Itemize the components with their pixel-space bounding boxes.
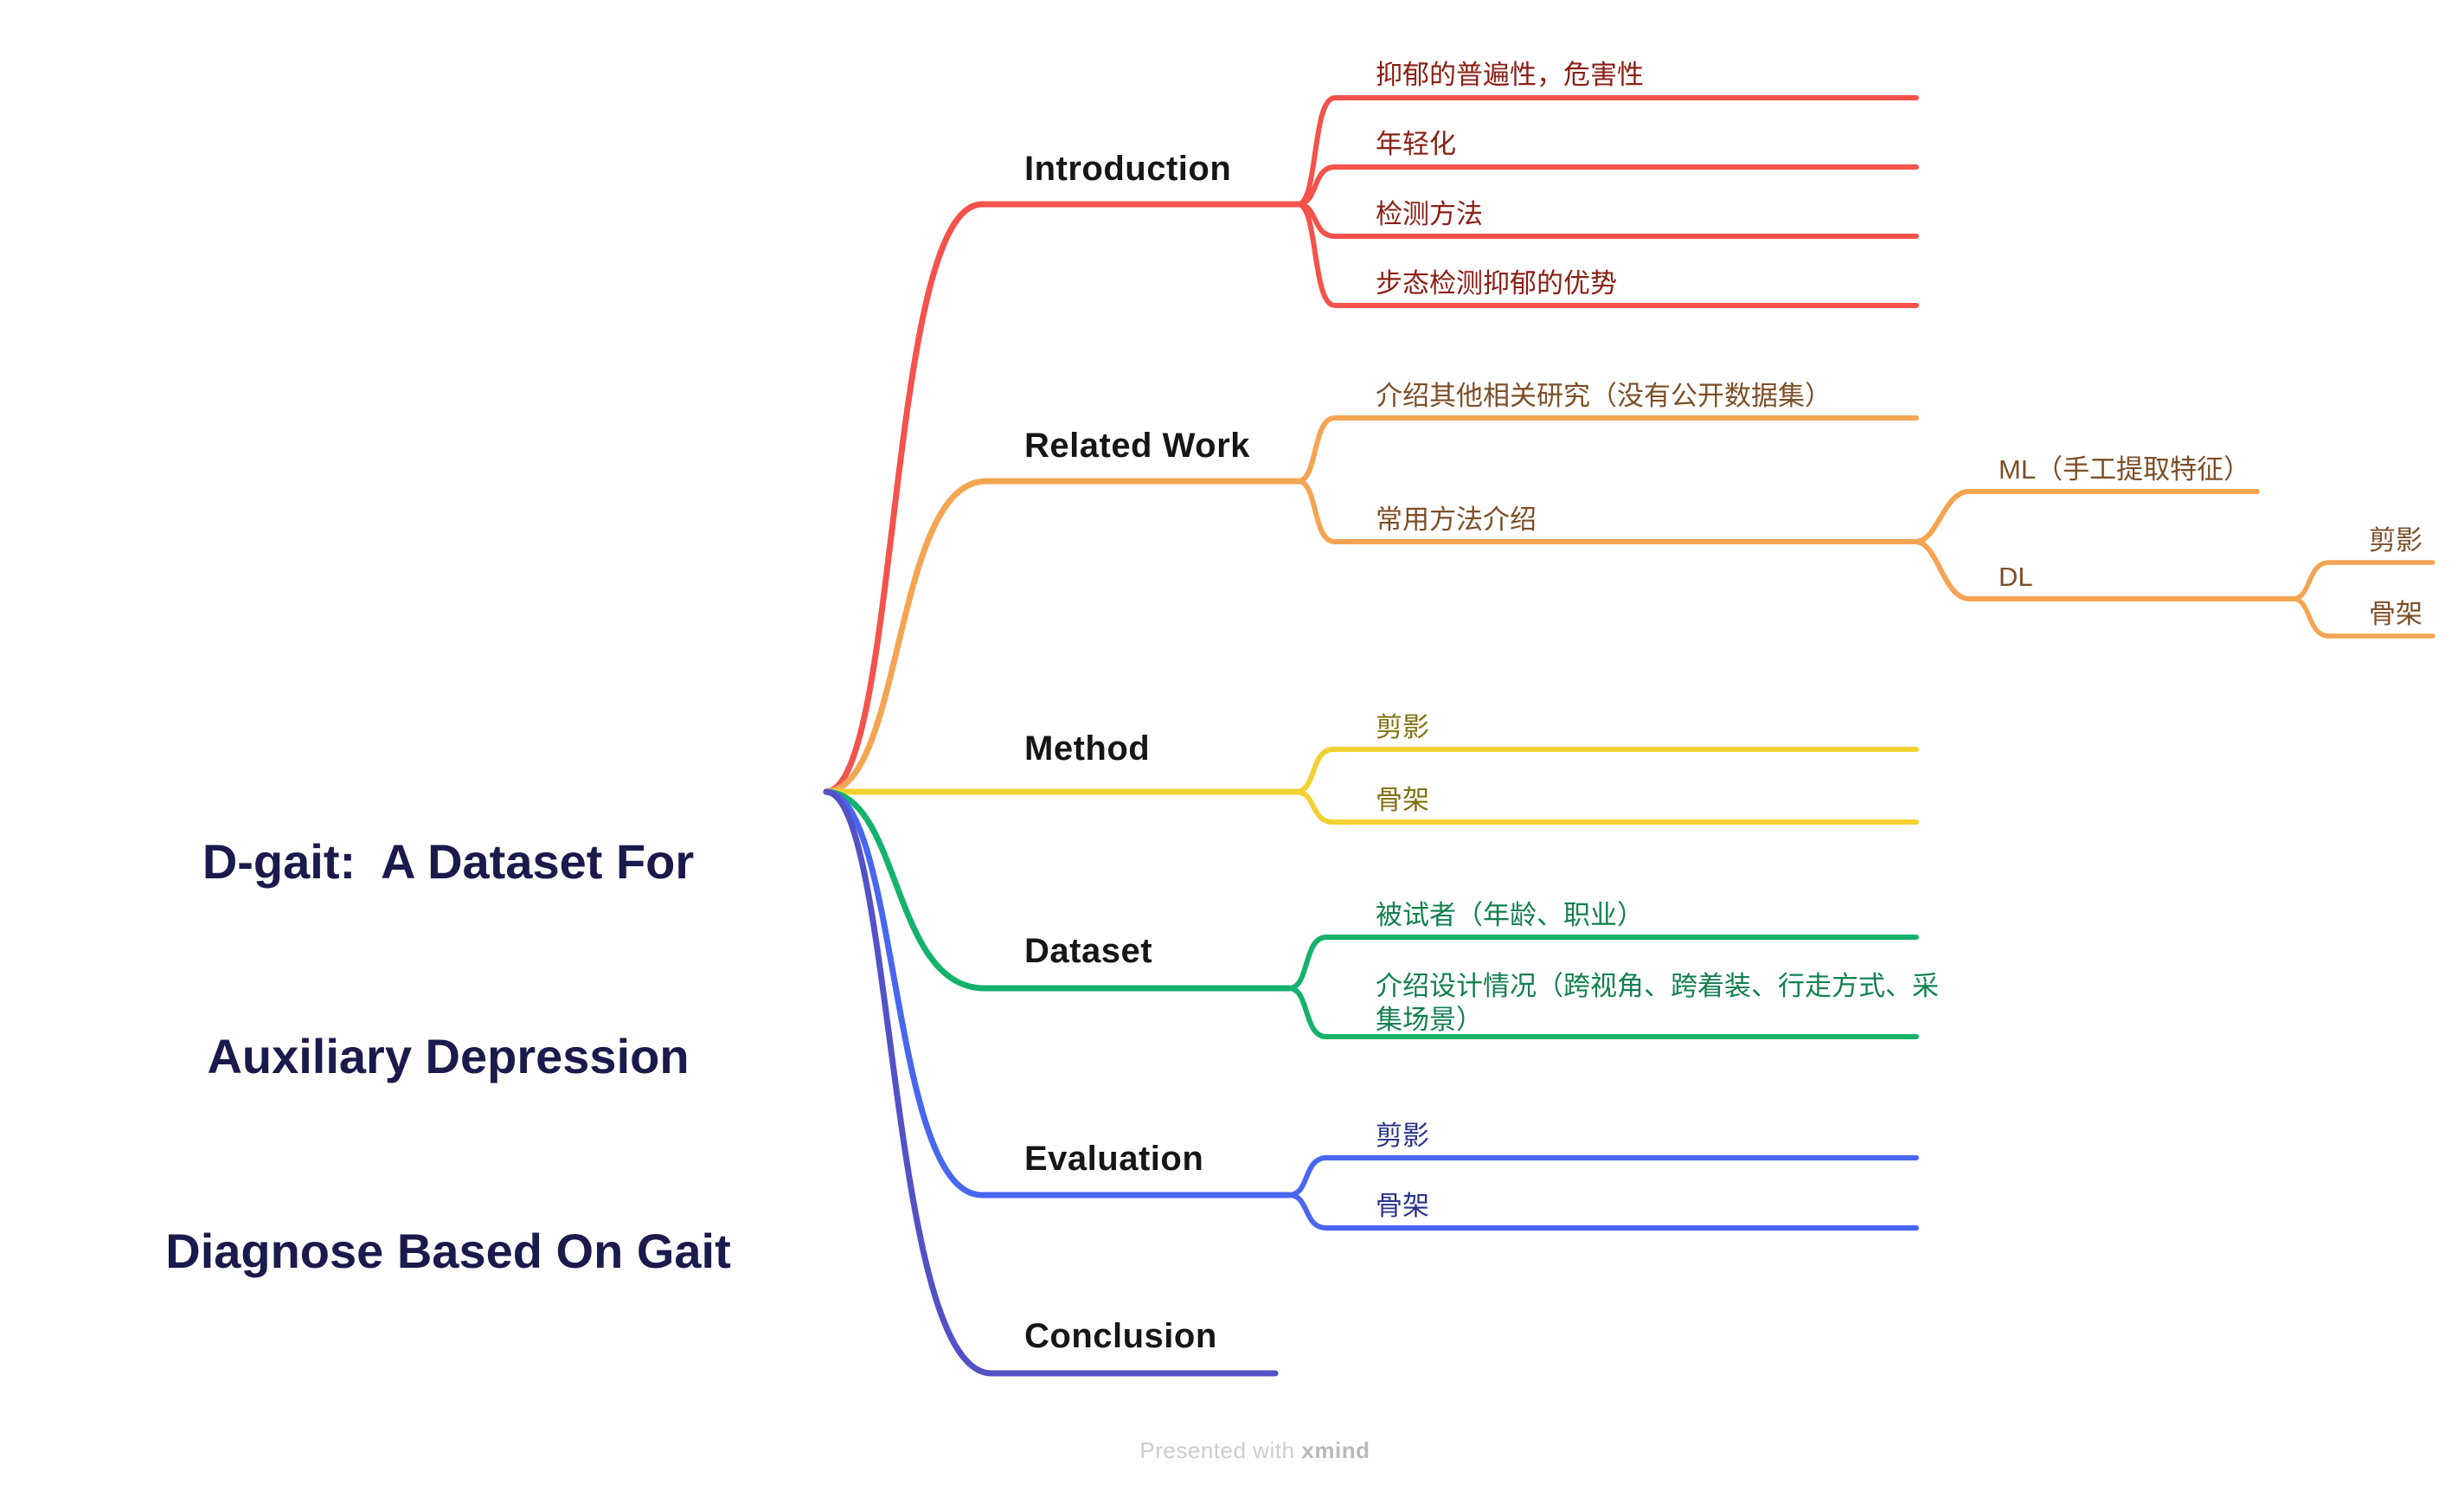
watermark-text: Presented with [1139, 1437, 1295, 1463]
xmind-brand[interactable]: xmind [1301, 1437, 1370, 1463]
topic-method[interactable]: Method [1024, 729, 1151, 768]
child-line-dataset-1 [1287, 986, 1919, 1039]
subtopic-ml[interactable]: ML（手工提取特征） [1999, 454, 2251, 485]
subtopic-dataset-1[interactable]: 介绍设计情况（跨视角、跨着装、行走方式、采集场景） [1376, 971, 1939, 1035]
branch-line-introduction [823, 201, 1301, 795]
subtopic-method-1[interactable]: 骨架 [1376, 785, 1429, 815]
subtopic-dl-0[interactable]: 剪影 [2369, 525, 2422, 556]
subtopic-introduction-2[interactable]: 检测方法 [1376, 199, 1483, 229]
child-line-method-0 [1293, 747, 1919, 794]
child-line-dataset-0 [1287, 935, 1919, 991]
child-line-dl [1913, 539, 2295, 601]
branch-line-dataset [823, 788, 1293, 992]
branch-line-evaluation [823, 788, 1293, 1199]
root-topic[interactable]: D-gait: A Dataset For Auxiliary Depressi… [145, 699, 751, 1413]
topic-related-work[interactable]: Related Work [1024, 427, 1250, 465]
child-line-related-1 [1295, 479, 1918, 544]
child-line-introduction-0 [1295, 95, 1919, 207]
subtopic-dl[interactable]: DL [1999, 562, 2033, 592]
subtopic-introduction-0[interactable]: 抑郁的普遍性，危害性 [1376, 60, 1644, 90]
subtopic-dataset-0[interactable]: 被试者（年龄、职业） [1376, 900, 1644, 930]
child-line-method-1 [1293, 789, 1919, 825]
branch-line-conclusion [823, 788, 1279, 1377]
subtopic-evaluation-0[interactable]: 剪影 [1376, 1121, 1429, 1151]
root-topic-line: Auxiliary Depression [207, 1029, 690, 1083]
topic-conclusion[interactable]: Conclusion [1024, 1317, 1217, 1355]
branch-line-related-work [823, 478, 1301, 795]
subtopic-method-0[interactable]: 剪影 [1376, 712, 1429, 742]
subtopic-introduction-1[interactable]: 年轻化 [1376, 129, 1456, 159]
subtopic-introduction-3[interactable]: 步态检测抑郁的优势 [1376, 268, 1617, 299]
subtopic-evaluation-1[interactable]: 骨架 [1376, 1191, 1429, 1221]
child-line-dl-1 [2290, 596, 2435, 639]
child-line-dl-0 [2290, 560, 2435, 601]
topic-dataset[interactable]: Dataset [1024, 932, 1153, 970]
subtopic-dl-1[interactable]: 骨架 [2369, 599, 2422, 629]
root-topic-line: D-gait: A Dataset For [202, 834, 695, 889]
root-topic-line: Diagnose Based On Gait [165, 1224, 731, 1278]
topic-introduction[interactable]: Introduction [1024, 150, 1232, 188]
child-line-introduction-3 [1295, 202, 1919, 308]
child-line-ml [1913, 489, 2260, 544]
topic-evaluation[interactable]: Evaluation [1024, 1140, 1204, 1178]
subtopic-related-0[interactable]: 介绍其他相关研究（没有公开数据集） [1376, 381, 1832, 411]
child-line-evaluation-1 [1287, 1192, 1919, 1231]
subtopic-related-1[interactable]: 常用方法介绍 [1376, 504, 1537, 535]
child-line-related-0 [1295, 415, 1919, 484]
